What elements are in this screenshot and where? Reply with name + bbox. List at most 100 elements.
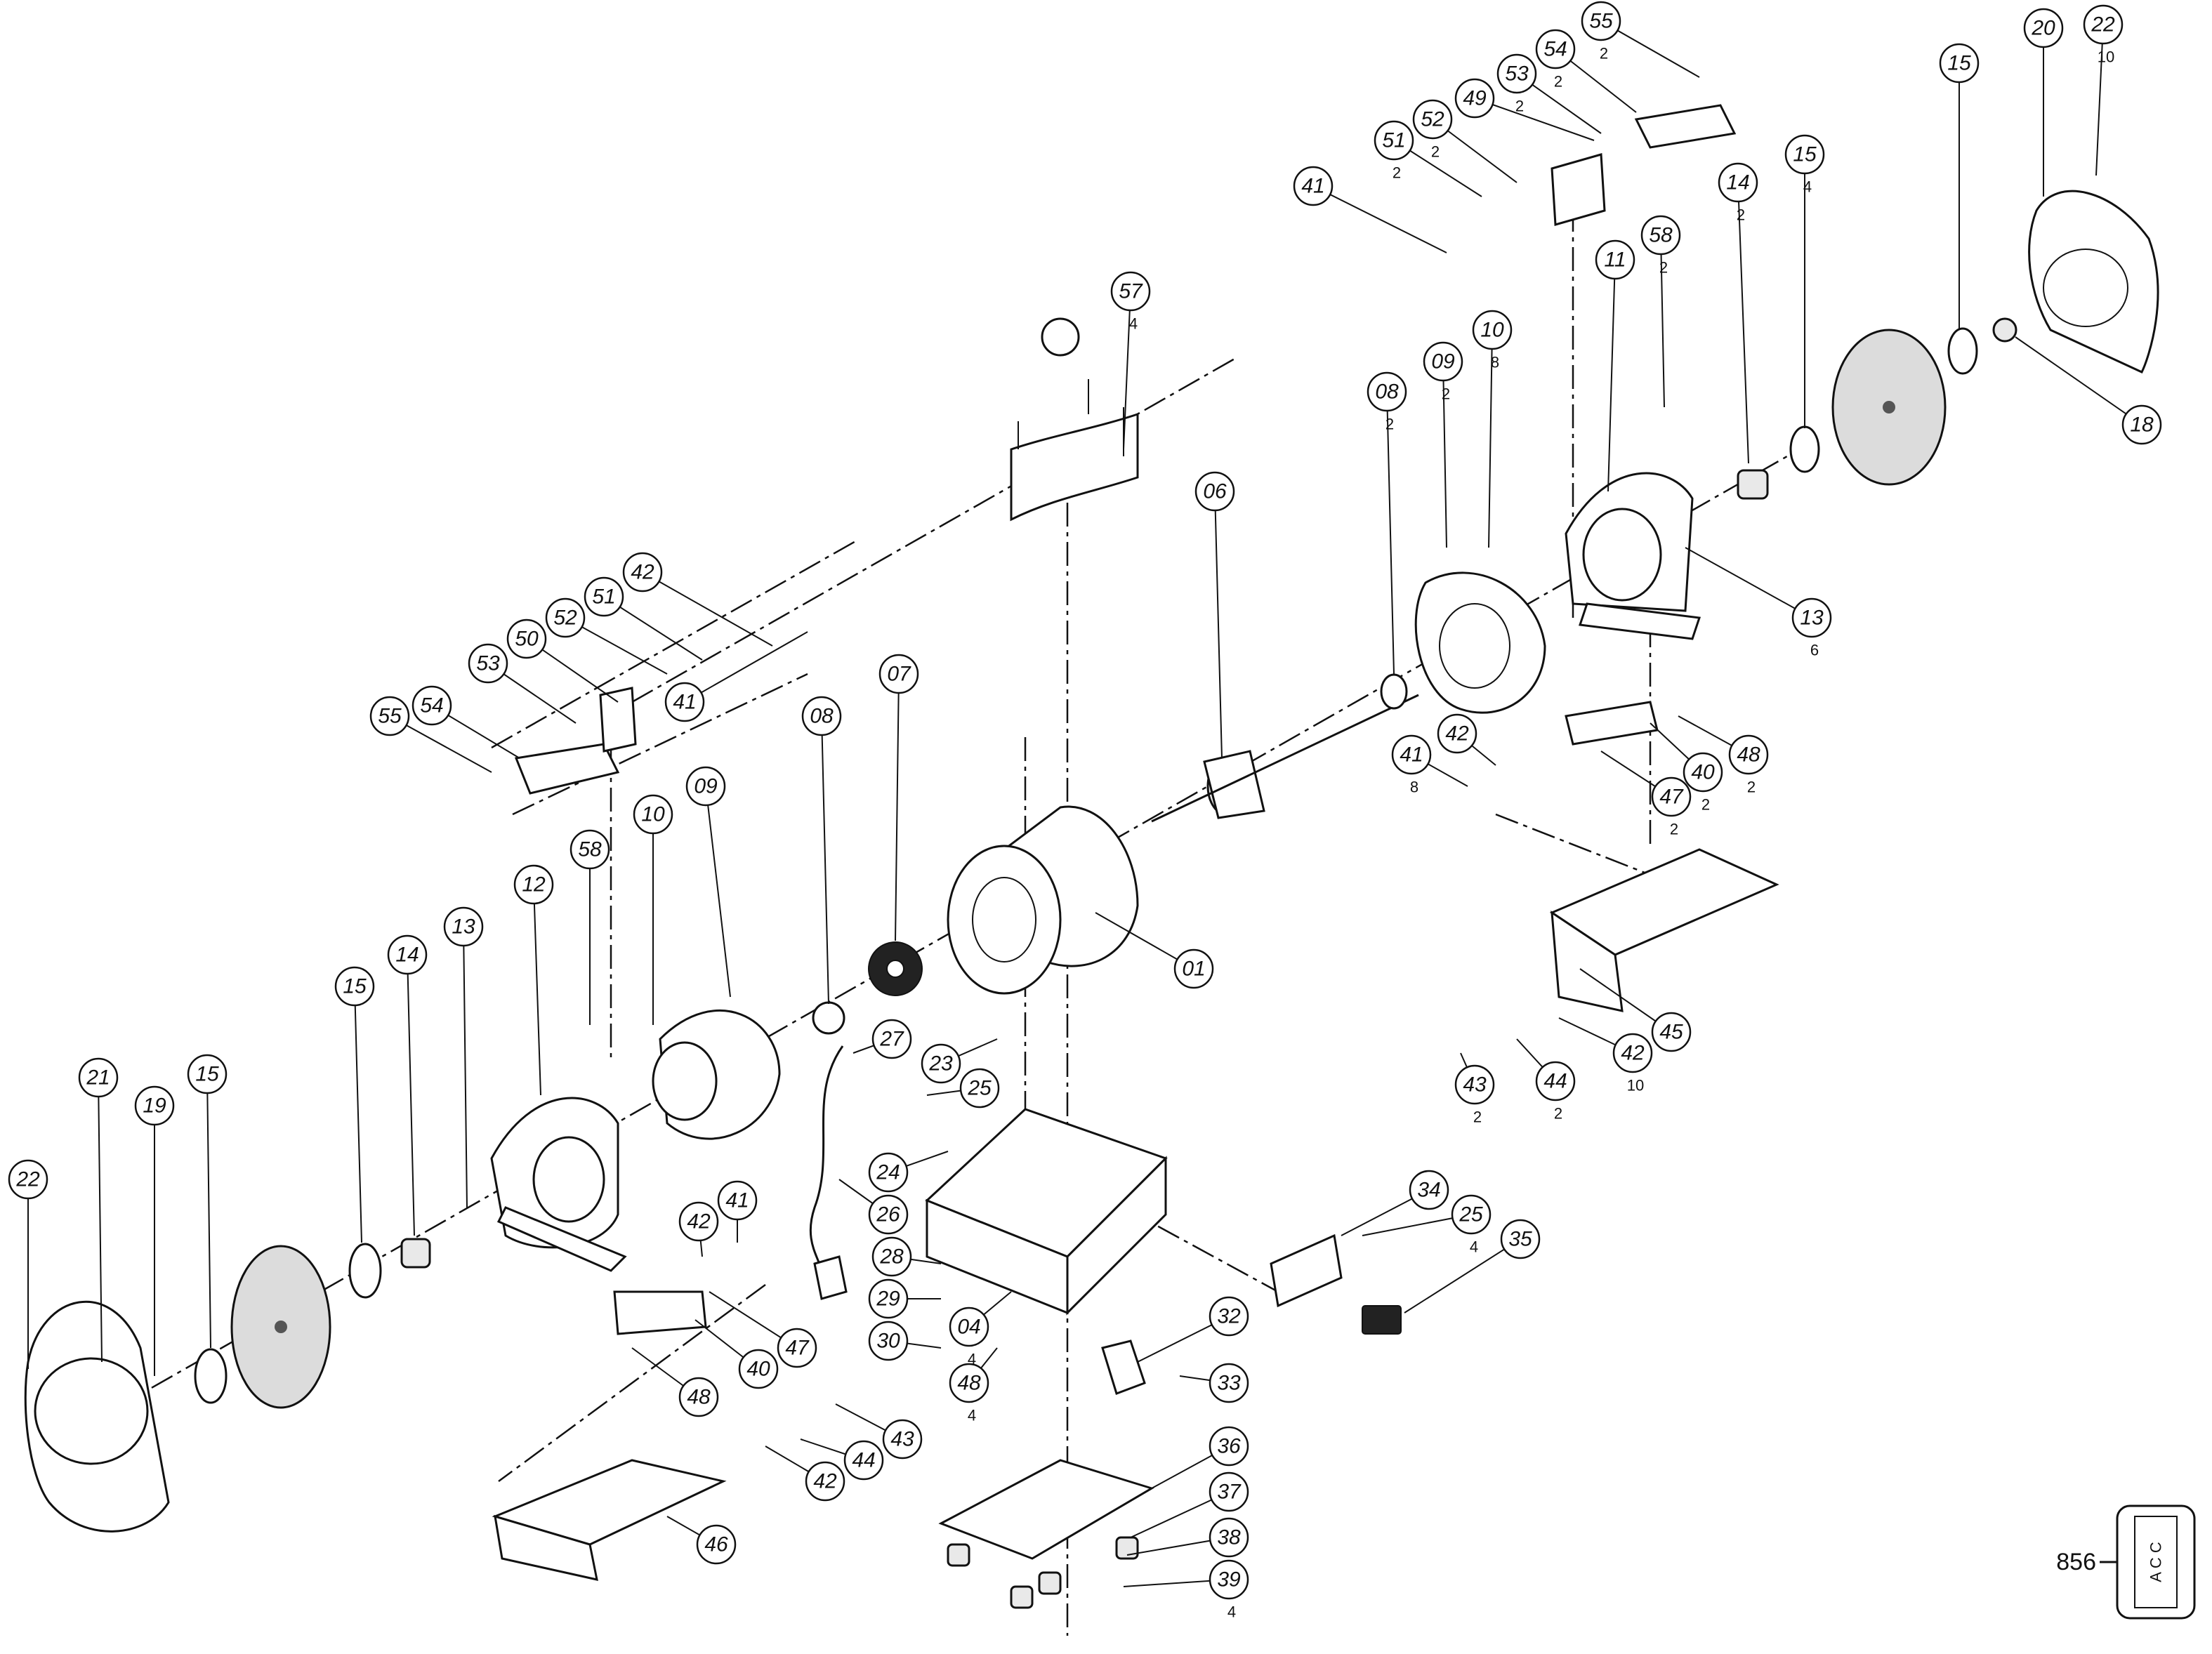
callout-50: 50: [506, 618, 547, 659]
right-bracket-40: [1565, 701, 1659, 746]
leader-c15a: [354, 986, 362, 1243]
callout-number: 40: [1691, 761, 1715, 784]
callout-number: 13: [1800, 607, 1824, 630]
callout-07: 07: [878, 654, 919, 694]
callout-circle: [633, 794, 673, 835]
callout-number: 09: [1431, 350, 1455, 373]
callout-circle: [1791, 597, 1832, 638]
callout-41: 41: [1293, 166, 1334, 206]
right-spacer-14: [1737, 469, 1769, 500]
callout-circle: [334, 966, 375, 1007]
callout-number: 44: [1543, 1070, 1567, 1093]
assembly-axis-lines: [48, 168, 1812, 1636]
callout-49: 49: [1454, 78, 1495, 119]
right-flange-15a: [1789, 425, 1820, 473]
callout-number: 13: [452, 915, 475, 939]
callout-circle: [1209, 1426, 1249, 1467]
callout-quantity: 10: [1627, 1077, 1644, 1094]
callout-number: 07: [887, 663, 911, 686]
leader-c41c: [1312, 185, 1447, 253]
callout-circle: [1293, 166, 1334, 206]
callout-circle: [843, 1440, 884, 1481]
right-inner-guard-11: [1565, 472, 1701, 640]
callout-46: 46: [696, 1524, 737, 1565]
callout-circle: [1209, 1296, 1249, 1337]
callout-circle: [387, 934, 428, 975]
callout-circle: [1612, 1033, 1653, 1073]
callout-circle: [1581, 1, 1621, 41]
callout-circle: [1640, 215, 1681, 256]
callout-quantity: 8: [1410, 779, 1418, 796]
callout-circle: [8, 1159, 48, 1200]
callout-number: 01: [1182, 958, 1205, 981]
left-bearing-08: [812, 1001, 845, 1035]
callout-quantity: 4: [1129, 315, 1138, 333]
callout-55: 552: [1581, 1, 1621, 62]
leader-c14b: [1737, 182, 1749, 464]
left-flange-15: [194, 1243, 382, 1404]
callout-circle: [696, 1524, 737, 1565]
callout-circle: [738, 1349, 779, 1389]
callout-number: 44: [852, 1449, 875, 1472]
callout-number: 24: [876, 1161, 900, 1184]
callout-circle: [412, 685, 452, 726]
callout-circle: [1683, 752, 1723, 793]
callout-15: 15: [334, 966, 375, 1007]
callout-30: 30: [868, 1321, 909, 1361]
callout-circle: [1728, 734, 1769, 775]
callout-number: 42: [1621, 1042, 1645, 1065]
callout-circle: [622, 552, 663, 593]
leader-c10b: [1488, 329, 1493, 548]
callout-number: 20: [2031, 17, 2055, 40]
callout-42: 42: [678, 1201, 719, 1242]
callout-circle: [1454, 1064, 1495, 1105]
right-tool-rest-45: [1549, 848, 1779, 1012]
callout-number: 53: [476, 652, 500, 675]
callout-quantity: 2: [1600, 45, 1608, 62]
callout-15: 15: [1939, 43, 1980, 84]
base-casting: [925, 1108, 1168, 1316]
callout-circle: [1496, 53, 1537, 94]
callout-18: 18: [2121, 404, 2162, 445]
callout-number: 43: [890, 1428, 914, 1451]
callout-circle: [1110, 271, 1151, 312]
callout-number: 47: [1659, 786, 1684, 809]
callout-36: 36: [1209, 1426, 1249, 1467]
leader-c41a: [684, 631, 808, 703]
callout-quantity: 2: [1554, 73, 1562, 91]
callout-58: 582: [1640, 215, 1681, 277]
right-flange-15b: [1947, 327, 1978, 375]
leader-c07: [895, 673, 900, 941]
callout-circle: [882, 1419, 923, 1460]
callout-quantity: 2: [1747, 779, 1756, 796]
callout-14: 14: [387, 934, 428, 975]
callout-number: 04: [957, 1316, 980, 1339]
power-cord-26: [809, 1045, 848, 1300]
leader-c14a: [407, 954, 415, 1236]
callout-circle: [868, 1194, 909, 1235]
callout-number: 55: [378, 705, 402, 728]
callout-circle: [1209, 1363, 1249, 1403]
callout-number: 42: [687, 1210, 711, 1233]
callout-14: 142: [1718, 162, 1758, 224]
callout-circle: [871, 1019, 912, 1059]
callout-34: 34: [1409, 1170, 1449, 1210]
callout-quantity: 2: [1670, 821, 1678, 838]
callout-35: 35: [1500, 1219, 1541, 1259]
callout-number: 15: [195, 1063, 219, 1086]
callout-number: 58: [578, 838, 602, 861]
callout-circle: [1595, 239, 1635, 280]
callout-53: 532: [1496, 53, 1537, 115]
callout-number: 23: [928, 1052, 953, 1076]
callout-48: 48: [678, 1377, 719, 1417]
right-eye-shield-54: [1551, 104, 1737, 226]
callout-circle: [545, 597, 586, 638]
callout-circle: [506, 618, 547, 659]
callout-number: 58: [1649, 224, 1673, 247]
callout-47: 47 2: [1651, 776, 1692, 838]
callout-number: 33: [1217, 1372, 1241, 1395]
callout-43: 43: [882, 1419, 923, 1460]
callout-circle: [678, 1377, 719, 1417]
callout-19: 19: [134, 1085, 175, 1126]
callout-number: 19: [143, 1094, 166, 1118]
